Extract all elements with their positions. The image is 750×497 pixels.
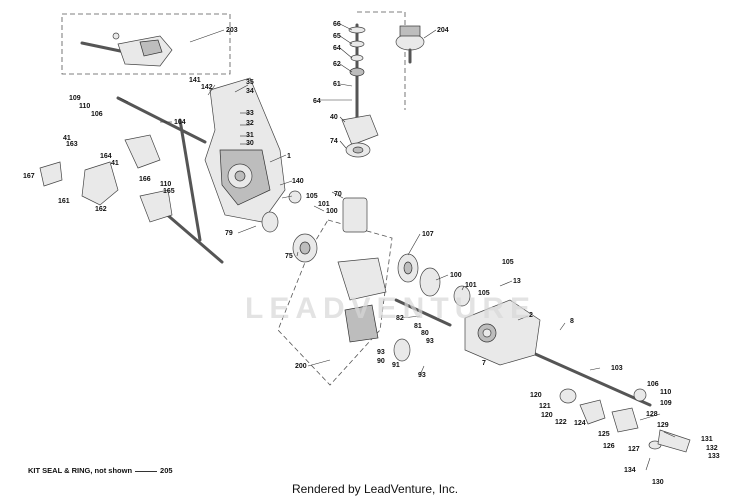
callout-label: 81 [414, 323, 422, 330]
callout-label: 65 [333, 33, 341, 40]
callout-label: 80 [421, 330, 429, 337]
callout-label: 122 [555, 419, 567, 426]
callout-label: 127 [628, 446, 640, 453]
callout-label: 32 [246, 120, 254, 127]
kit-box-203 [61, 13, 231, 75]
callout-label: 90 [377, 358, 385, 365]
callout-label: 110 [660, 389, 671, 396]
callout-label: 100 [326, 208, 338, 215]
callout-label: 129 [657, 422, 669, 429]
kit-box-204 [357, 11, 406, 110]
callout-label: 82 [396, 315, 404, 322]
callout-label: 30 [246, 140, 254, 147]
callout-label: 91 [392, 362, 400, 369]
callout-label: 70 [334, 191, 342, 198]
callout-label: 109 [69, 95, 81, 102]
callout-label: 131 [701, 436, 713, 443]
callout-label: 106 [647, 381, 659, 388]
callout-label: 110 [160, 181, 171, 188]
callout-label: 40 [330, 114, 338, 121]
callout-label: 140 [292, 178, 304, 185]
callout-label: 41 [63, 135, 71, 142]
motor-shaft-stack [341, 23, 379, 158]
callout-label: 105 [306, 193, 318, 200]
callout-label: 162 [95, 206, 107, 213]
callout-label: 13 [513, 278, 521, 285]
callout-label: 164 [100, 153, 112, 160]
idler-assembly-part [80, 32, 173, 67]
callout-label: 1 [287, 153, 291, 160]
footnote-rule [135, 470, 158, 472]
leader-lines [119, 23, 676, 471]
kit-footnote: KIT SEAL & RING, not shown 205 [28, 466, 173, 475]
callout-label: 66 [333, 21, 341, 28]
callout-label: 33 [246, 110, 254, 117]
callout-label: 105 [502, 259, 514, 266]
callout-label: 64 [333, 45, 341, 52]
callout-label: 101 [318, 201, 330, 208]
callout-label: 93 [426, 338, 434, 345]
callout-label: 31 [246, 132, 254, 139]
gears-bearings [261, 190, 471, 362]
callout-label: 103 [611, 365, 623, 372]
callout-label: 74 [330, 138, 338, 145]
housing-part-1 [204, 77, 286, 223]
callout-label: 104 [174, 119, 186, 126]
callout-label: 132 [706, 445, 718, 452]
callout-label: 106 [91, 111, 103, 118]
callout-label: 107 [422, 231, 434, 238]
kit-footnote-ref: 205 [160, 466, 173, 475]
callout-label: 110 [79, 103, 90, 110]
watermark-text: LEADVENTURE [245, 292, 537, 325]
callout-label: 2 [529, 312, 533, 319]
callout-label: 141 [189, 77, 201, 84]
callout-label: 34 [246, 88, 254, 95]
callout-label: 200 [295, 363, 307, 370]
lower-brake-parts [559, 388, 691, 453]
callout-label: 7 [482, 360, 486, 367]
callout-label: 101 [465, 282, 477, 289]
callout-label: 128 [646, 411, 658, 418]
callout-label: 8 [570, 318, 574, 325]
callout-label: 121 [539, 403, 551, 410]
callout-label: 120 [530, 392, 542, 399]
callout-label: 134 [624, 467, 636, 474]
callouts: 203 66 65 64 62 61 64 40 74 204 141 142 … [23, 21, 720, 486]
callout-label: 203 [226, 27, 238, 34]
callout-label: 125 [598, 431, 610, 438]
callout-label: 165 [163, 188, 175, 195]
swashplate-part-204 [395, 25, 425, 64]
callout-label: 161 [58, 198, 70, 205]
callout-label: 126 [603, 443, 615, 450]
callout-label: 120 [541, 412, 553, 419]
callout-label: 61 [333, 81, 341, 88]
callout-label: 109 [660, 400, 672, 407]
callout-label: 105 [478, 290, 490, 297]
callout-label: 142 [201, 84, 213, 91]
callout-label: 133 [708, 453, 720, 460]
callout-label: 93 [377, 349, 385, 356]
housing-part-2 [464, 299, 541, 366]
callout-label: 79 [225, 230, 233, 237]
callout-label: 163 [66, 141, 78, 148]
callout-label: 100 [450, 272, 462, 279]
credit-line: Rendered by LeadVenture, Inc. [291, 482, 459, 496]
callout-label: 41 [111, 160, 119, 167]
callout-label: 167 [23, 173, 35, 180]
callout-label: 124 [574, 420, 586, 427]
callout-label: 130 [652, 479, 664, 486]
kit-footnote-text: KIT SEAL & RING, not shown [28, 466, 133, 475]
callout-label: 35 [246, 79, 254, 86]
callout-label: 75 [285, 253, 293, 260]
callout-label: 204 [437, 27, 449, 34]
callout-label: 93 [418, 372, 426, 379]
brake-linkage-parts [39, 118, 202, 242]
center-section-part [337, 197, 387, 343]
callout-label: 166 [139, 176, 151, 183]
callout-label: 64 [313, 98, 321, 105]
callout-label: 62 [333, 61, 341, 68]
